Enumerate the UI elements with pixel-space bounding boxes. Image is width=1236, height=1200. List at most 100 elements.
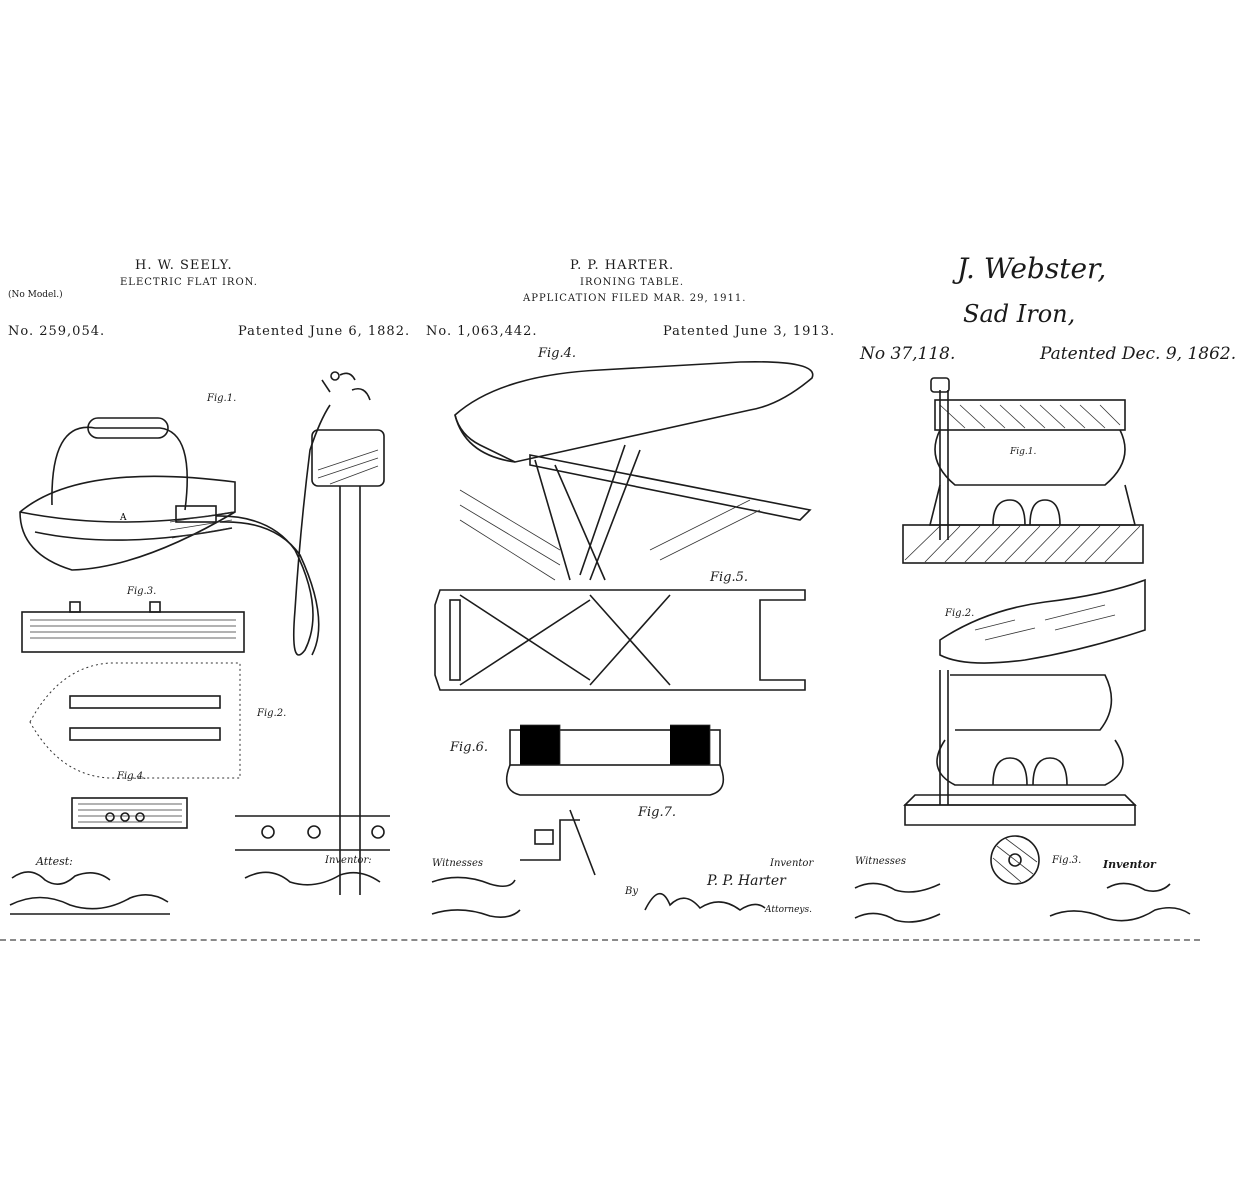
top-hatch bbox=[939, 404, 1121, 429]
fig3-tab bbox=[69, 601, 81, 613]
witness-signature bbox=[431, 909, 521, 918]
iron-connector bbox=[175, 505, 217, 523]
iron-top-2 bbox=[950, 674, 1113, 731]
fig3-element bbox=[21, 611, 245, 653]
patent-title: Sad Iron, bbox=[963, 300, 1076, 328]
board-edge bbox=[454, 414, 516, 463]
witness-signature bbox=[854, 912, 941, 923]
dashed-divider bbox=[0, 939, 1200, 941]
fig4-element bbox=[71, 797, 188, 829]
iron-handle-post bbox=[51, 426, 188, 511]
base-block bbox=[902, 524, 1144, 564]
fig-label: Fig.3. bbox=[127, 586, 157, 597]
socket-shading bbox=[317, 449, 379, 485]
iron-lower bbox=[928, 484, 1137, 526]
base-block-2 bbox=[904, 804, 1136, 826]
attorney-signature bbox=[644, 892, 766, 911]
fig-label: Fig.2. bbox=[257, 708, 287, 719]
circuit-lines bbox=[235, 815, 390, 851]
fig-label: Fig.2. bbox=[945, 608, 975, 619]
part-letter: A bbox=[119, 513, 127, 523]
fig-label: Fig.1. bbox=[1010, 447, 1037, 457]
disc bbox=[990, 835, 1040, 885]
witness-signature bbox=[854, 882, 941, 893]
fig7-detail bbox=[520, 809, 596, 876]
ironing-table-drawing bbox=[431, 361, 814, 918]
fig7-block bbox=[534, 829, 554, 845]
power-cord bbox=[215, 404, 331, 656]
fig6-section bbox=[509, 729, 721, 766]
hand bbox=[939, 578, 1146, 664]
base-bevel-2 bbox=[903, 794, 1137, 806]
board-underside bbox=[529, 454, 812, 521]
fig2-sole-outline bbox=[29, 662, 241, 779]
inventor-label: Inventor: bbox=[325, 855, 372, 866]
witness-signature bbox=[9, 894, 169, 910]
handle-post-2 bbox=[939, 670, 949, 805]
wall-socket bbox=[311, 429, 385, 487]
fig6-base bbox=[505, 764, 725, 796]
iron-body-2 bbox=[936, 739, 1124, 786]
patent-number: No 37,118. bbox=[860, 344, 956, 364]
plug-wires bbox=[321, 372, 371, 401]
iron-arches-2 bbox=[992, 757, 1068, 786]
inventor-signature bbox=[244, 871, 381, 886]
patent-number: No. 1,063,442. bbox=[426, 324, 538, 339]
fig-label: Fig.3. bbox=[1052, 855, 1082, 866]
iron-arches bbox=[992, 499, 1061, 526]
attorneys-label: Attorneys. bbox=[765, 905, 812, 915]
iron-handle-grip bbox=[87, 417, 169, 439]
fig6-hatch bbox=[520, 724, 711, 766]
inventor-name: J. Webster, bbox=[957, 252, 1107, 285]
patent-date: Patented June 6, 1882. bbox=[238, 324, 411, 339]
patent-webster: J. Webster, Sad Iron, No 37,118. Patente… bbox=[845, 250, 1236, 930]
iron-base-line bbox=[34, 527, 233, 541]
inventor-name: P. P. HARTER. bbox=[570, 258, 675, 273]
witness-signature bbox=[431, 876, 516, 888]
disc-hatch bbox=[992, 837, 1038, 883]
witnesses-label: Witnesses bbox=[432, 858, 483, 869]
sad-iron-drawing bbox=[854, 377, 1191, 923]
frame-end bbox=[449, 599, 461, 681]
inventor-name: H. W. SEELY. bbox=[135, 258, 233, 273]
inventor-label: Inventor bbox=[770, 858, 814, 869]
fig-label: Fig.7. bbox=[638, 805, 677, 820]
patent-title: IRONING TABLE. bbox=[580, 277, 685, 288]
fig3-tab bbox=[149, 601, 161, 613]
fig-label: Fig.4. bbox=[117, 771, 147, 782]
frame-cross-braces bbox=[459, 594, 671, 686]
iron-drawing: A bbox=[9, 371, 390, 915]
patent-seely: H. W. SEELY. ELECTRIC FLAT IRON. (No Mod… bbox=[0, 250, 410, 930]
attorney-signature bbox=[1049, 906, 1191, 922]
iron-top-section bbox=[934, 399, 1126, 431]
application-filed: APPLICATION FILED MAR. 29, 1911. bbox=[523, 293, 747, 304]
patent-date: Patented Dec. 9, 1862. bbox=[1040, 344, 1236, 364]
model-note: (No Model.) bbox=[8, 290, 63, 300]
power-cord-2 bbox=[219, 521, 320, 656]
patent-harter: P. P. HARTER. IRONING TABLE. APPLICATION… bbox=[420, 250, 836, 930]
fig-label: Fig.5. bbox=[710, 570, 749, 585]
witness-signature bbox=[11, 871, 111, 885]
witnesses-label: Witnesses bbox=[855, 856, 906, 867]
base-hatch bbox=[904, 525, 1141, 563]
board-top bbox=[454, 361, 814, 463]
iron-body bbox=[934, 429, 1126, 486]
inventor-label: Inventor bbox=[1103, 858, 1156, 871]
handle-post bbox=[939, 390, 949, 540]
table-legs bbox=[534, 444, 641, 581]
patent-date: Patented June 3, 1913. bbox=[663, 324, 836, 339]
fig-label: Fig.6. bbox=[450, 740, 489, 755]
fig-label: Fig.1. bbox=[207, 393, 237, 404]
inventor-signature bbox=[1106, 882, 1171, 892]
fig2-coil bbox=[69, 727, 221, 741]
fig-label: Fig.4. bbox=[538, 346, 577, 361]
iron-body-outline bbox=[19, 475, 236, 571]
fig3-hatch bbox=[30, 619, 236, 639]
floor-hatch bbox=[459, 489, 761, 581]
hand-shading bbox=[974, 604, 1116, 641]
frame-plan bbox=[434, 589, 806, 691]
disc-hole bbox=[1008, 853, 1022, 867]
fig4-hatch bbox=[78, 803, 182, 823]
patent-number: No. 259,054. bbox=[8, 324, 106, 339]
handle-knob bbox=[930, 377, 950, 393]
